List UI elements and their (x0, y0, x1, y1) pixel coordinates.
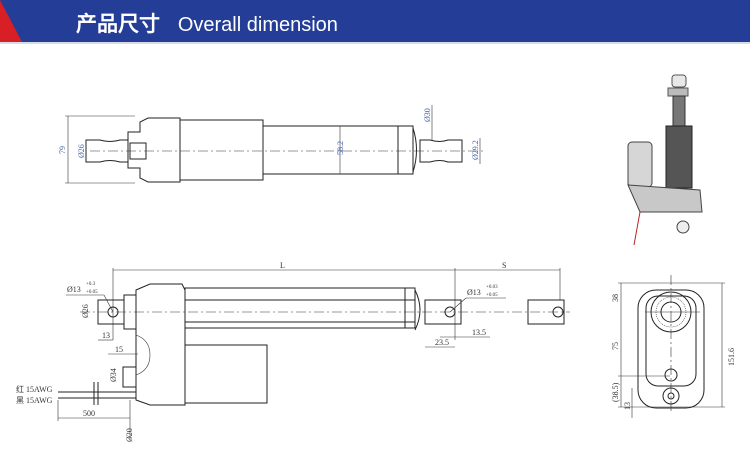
dim-13: 13 (102, 331, 110, 340)
dim-rear-end-dia: Ø26 (81, 304, 90, 318)
red-accent (0, 0, 22, 42)
dim-23-5: 23.5 (435, 338, 449, 347)
front-hole-label: Ø13 (467, 288, 481, 297)
dim-motor-dia: Ø34 (109, 368, 118, 382)
end-view: 38 75 (38.5) 13 151.6 (611, 275, 736, 418)
header-banner: 产品尺寸 Overall dimension (0, 0, 750, 44)
page-title: 产品尺寸 Overall dimension (76, 8, 338, 38)
rear-hole-tol-upper: +0.3 (86, 282, 96, 287)
top-view: 79 Ø26 58.2 Ø30 Ø29.2 (58, 105, 485, 184)
dim-13-end: 13 (623, 402, 632, 410)
wire-black: 黑 15AWG (16, 396, 53, 405)
dim-13-5: 13.5 (472, 328, 486, 337)
wire-red: 红 15AWG (16, 384, 53, 394)
dim-cable-length: 500 (83, 409, 95, 418)
rear-hole-label: Ø13 (67, 285, 81, 294)
dim-cable-dia: Ø20 (125, 428, 134, 442)
dim-38: 38 (611, 294, 620, 302)
title-en: Overall dimension (177, 14, 338, 36)
product-image (627, 74, 703, 246)
dim-total: 151.6 (727, 348, 736, 366)
front-hole-tol-upper: +0.03 (486, 285, 498, 290)
dim-75: 75 (611, 342, 620, 350)
front-hole-tol-lower: +0.05 (486, 293, 498, 298)
dim-38-5: (38.5) (611, 382, 620, 402)
dim-front-dia: Ø30 (423, 108, 432, 122)
title-cn: 产品尺寸 (76, 12, 160, 36)
dim-15: 15 (115, 345, 123, 354)
dim-length: L (280, 261, 285, 270)
dim-rod-end-dia: Ø26 (77, 144, 86, 158)
rear-hole-tol-lower: +0.05 (86, 290, 98, 295)
dim-front-end-dia: Ø29.2 (471, 140, 480, 160)
side-view: L S Ø13 +0.3 +0.05 Ø26 13 15 Ø34 红 15AWG… (16, 261, 570, 442)
dim-stroke: S (502, 261, 506, 270)
dim-79: 79 (58, 146, 67, 154)
dim-tube-dia: 58.2 (336, 141, 345, 155)
